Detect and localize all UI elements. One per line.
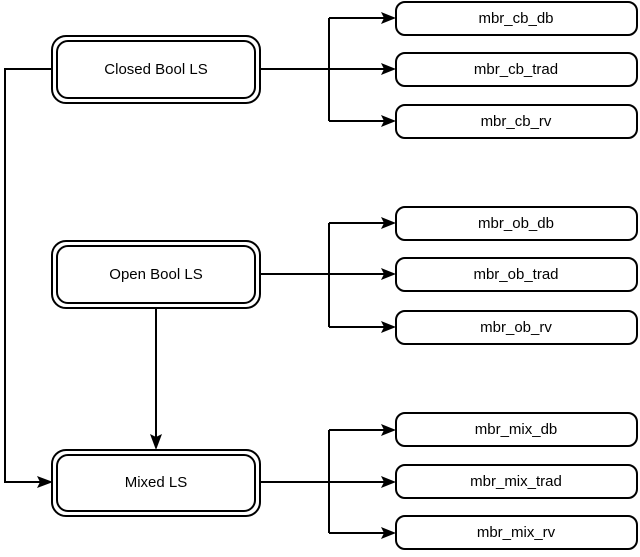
leaf-mbr-ob-trad[interactable]: mbr_ob_trad xyxy=(395,257,638,292)
leaf-mbr-cb-db[interactable]: mbr_cb_db xyxy=(395,1,638,36)
arrowhead-cb-rv xyxy=(381,115,396,127)
arrowhead-mix-rv xyxy=(381,527,396,539)
arrowhead-closed-to-mixed xyxy=(37,476,53,488)
leaf-mbr-mix-trad[interactable]: mbr_mix_trad xyxy=(395,464,638,499)
leaf-mbr-cb-trad[interactable]: mbr_cb_trad xyxy=(395,52,638,87)
leaf-mbr-mix-trad-box xyxy=(395,464,638,499)
leaf-mbr-cb-rv[interactable]: mbr_cb_rv xyxy=(395,104,638,139)
leaf-mbr-mix-rv-label: mbr_mix_rv xyxy=(477,524,556,541)
node-closed-bool-ls-label: Closed Bool LS xyxy=(104,61,207,78)
node-mixed-ls-inner-border xyxy=(56,454,256,512)
leaf-mbr-ob-db[interactable]: mbr_ob_db xyxy=(395,206,638,241)
edge-group-open-bool xyxy=(261,217,396,333)
node-closed-bool-ls[interactable]: Closed Bool LS xyxy=(51,35,261,104)
node-mixed-ls-label: Mixed LS xyxy=(125,474,188,491)
arrowhead-open-to-mixed xyxy=(150,434,162,450)
node-open-bool-ls[interactable]: Open Bool LS xyxy=(51,240,261,309)
edge-closed-bool-to-mixed xyxy=(4,68,53,488)
edge-closed-to-mixed-path xyxy=(4,68,52,483)
arrowhead-ob-db xyxy=(381,217,396,229)
leaf-mbr-mix-db[interactable]: mbr_mix_db xyxy=(395,412,638,447)
node-mixed-ls[interactable]: Mixed LS xyxy=(51,449,261,517)
leaf-mbr-mix-trad-label: mbr_mix_trad xyxy=(470,473,562,490)
arrowhead-mix-db xyxy=(381,424,396,436)
edge-group-mixed xyxy=(261,424,396,539)
leaf-mbr-cb-db-box xyxy=(395,1,638,36)
leaf-mbr-cb-db-label: mbr_cb_db xyxy=(478,10,553,27)
leaf-mbr-ob-db-box xyxy=(395,206,638,241)
leaf-mbr-cb-trad-box xyxy=(395,52,638,87)
leaf-mbr-ob-trad-box xyxy=(395,257,638,292)
leaf-mbr-mix-rv-box xyxy=(395,515,638,550)
leaf-mbr-mix-db-box xyxy=(395,412,638,447)
leaf-mbr-ob-rv[interactable]: mbr_ob_rv xyxy=(395,310,638,345)
leaf-mbr-cb-trad-label: mbr_cb_trad xyxy=(474,61,558,78)
leaf-mbr-cb-rv-label: mbr_cb_rv xyxy=(481,113,552,130)
node-open-bool-ls-inner-border xyxy=(56,245,256,304)
leaf-mbr-mix-rv[interactable]: mbr_mix_rv xyxy=(395,515,638,550)
arrowhead-ob-trad xyxy=(381,268,396,280)
leaf-mbr-ob-rv-label: mbr_ob_rv xyxy=(480,319,552,336)
leaf-mbr-ob-rv-box xyxy=(395,310,638,345)
arrowhead-cb-trad xyxy=(381,63,396,75)
edge-open-bool-to-mixed xyxy=(150,308,162,450)
edge-group-closed-bool xyxy=(261,12,396,127)
node-open-bool-ls-label: Open Bool LS xyxy=(109,266,202,283)
leaf-mbr-mix-db-label: mbr_mix_db xyxy=(475,421,558,438)
leaf-mbr-ob-db-label: mbr_ob_db xyxy=(478,215,554,232)
node-closed-bool-ls-inner-border xyxy=(56,40,256,99)
arrowhead-ob-rv xyxy=(381,321,396,333)
leaf-mbr-ob-trad-label: mbr_ob_trad xyxy=(473,266,558,283)
arrowhead-cb-db xyxy=(381,12,396,24)
leaf-mbr-cb-rv-box xyxy=(395,104,638,139)
arrowhead-mix-trad xyxy=(381,476,396,488)
